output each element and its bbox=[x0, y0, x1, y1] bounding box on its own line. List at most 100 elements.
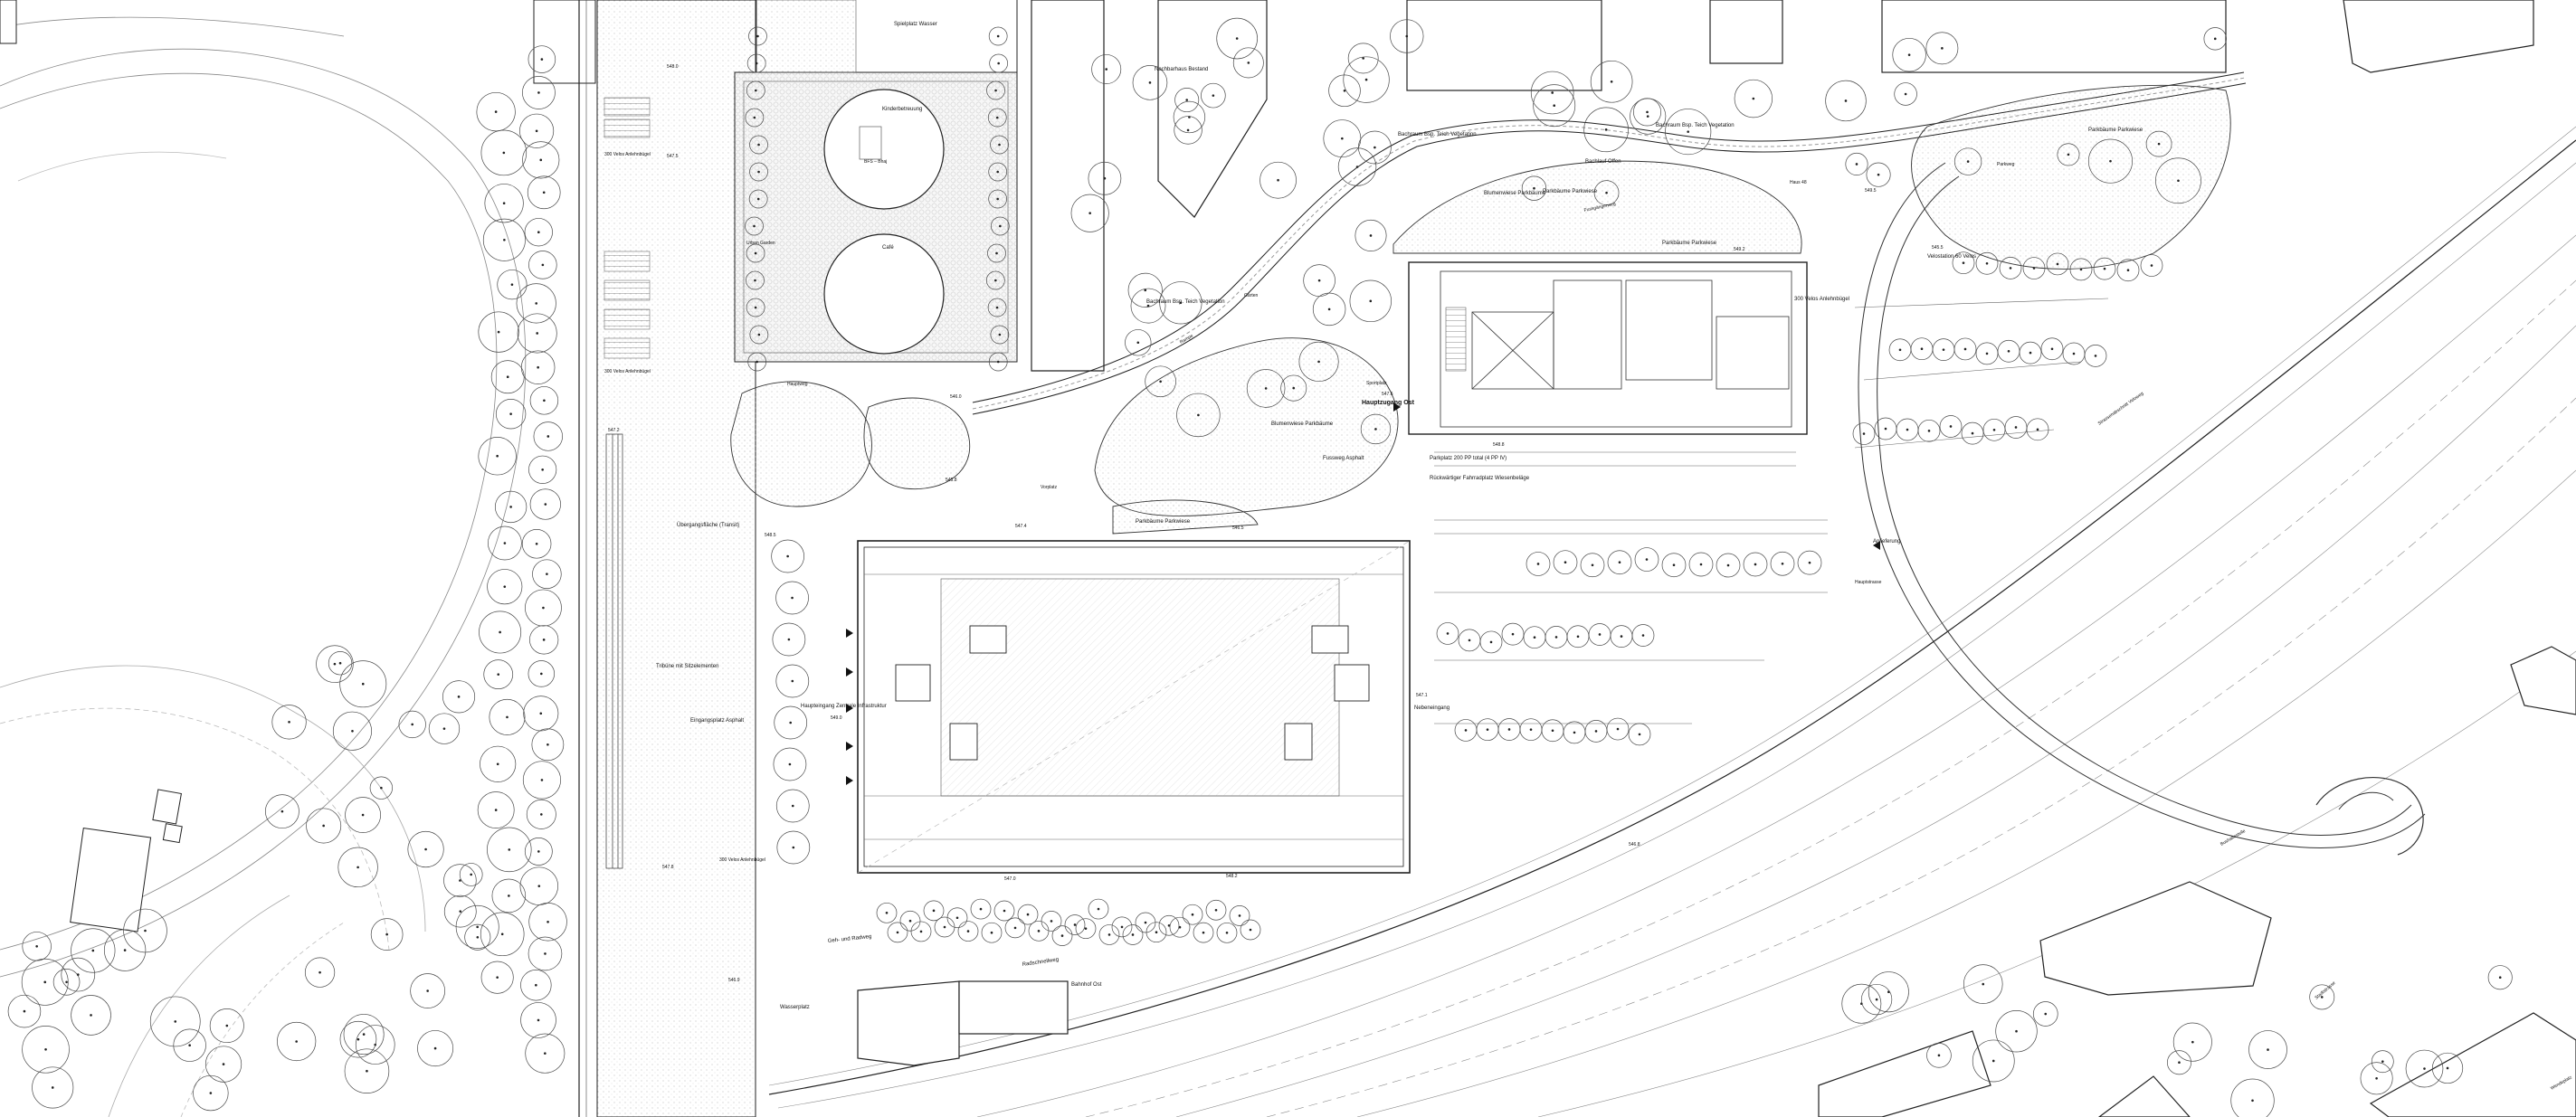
tree-canopy bbox=[2145, 130, 2172, 157]
tree-trunk bbox=[1277, 178, 1279, 182]
tree-canopy bbox=[1533, 84, 1576, 128]
tree-trunk bbox=[361, 813, 365, 817]
tree-trunk bbox=[537, 850, 540, 853]
tree-trunk bbox=[222, 1063, 225, 1065]
tree-trunk bbox=[1604, 128, 1608, 131]
tree-trunk bbox=[1317, 360, 1320, 364]
tree-trunk bbox=[76, 973, 80, 976]
tree-trunk bbox=[542, 191, 546, 194]
tree-trunk bbox=[502, 202, 506, 205]
tree-trunk bbox=[1992, 429, 1996, 431]
tree-trunk bbox=[2103, 267, 2106, 270]
tree-canopy bbox=[479, 611, 522, 654]
tree-canopy bbox=[1088, 898, 1109, 920]
tree-canopy bbox=[1593, 180, 1620, 205]
tree-trunk bbox=[500, 932, 504, 936]
tree-trunk bbox=[999, 224, 1002, 228]
elev-e1: 548.0 bbox=[667, 64, 679, 70]
tree-canopy bbox=[1041, 911, 1062, 932]
tree-trunk bbox=[174, 1020, 177, 1023]
tree-canopy bbox=[775, 789, 810, 823]
tree-canopy bbox=[482, 218, 526, 261]
tree-canopy bbox=[2203, 27, 2227, 51]
tree-canopy bbox=[745, 216, 764, 236]
tree-canopy bbox=[521, 529, 552, 559]
tree-trunk bbox=[979, 907, 983, 911]
tree-canopy bbox=[988, 352, 1008, 372]
tree-trunk bbox=[426, 989, 429, 992]
tree-trunk bbox=[791, 804, 794, 808]
tree-trunk bbox=[1131, 933, 1135, 936]
tree-canopy bbox=[1229, 905, 1250, 926]
tree-trunk bbox=[476, 925, 479, 929]
tree-trunk bbox=[476, 935, 480, 939]
tree-canopy bbox=[528, 660, 556, 687]
tree-canopy bbox=[1182, 904, 1203, 925]
tree-trunk bbox=[1551, 91, 1554, 94]
tree-trunk bbox=[509, 412, 512, 415]
tree-trunk bbox=[1618, 561, 1621, 564]
tree-canopy bbox=[772, 622, 806, 657]
entrance-arrows bbox=[846, 402, 1880, 785]
tree-trunk bbox=[1037, 930, 1041, 932]
tree-trunk bbox=[2177, 179, 2180, 183]
tree-trunk bbox=[502, 151, 506, 155]
tree-canopy bbox=[1953, 147, 1982, 175]
elev-e10: 547.4 bbox=[1015, 524, 1027, 529]
label-bachraum-2: Bachraum Bsp. Teich Vegetation bbox=[1398, 132, 1477, 137]
tree-canopy bbox=[1159, 281, 1202, 325]
tree-canopy bbox=[771, 539, 804, 573]
rail-corridor bbox=[768, 126, 2576, 1117]
tree-trunk bbox=[535, 542, 538, 545]
tree-canopy bbox=[986, 80, 1005, 100]
tree-canopy bbox=[876, 902, 898, 923]
tree-trunk bbox=[1672, 563, 1676, 567]
tree-trunk bbox=[1103, 176, 1107, 180]
elev-e14: 547.6 bbox=[1382, 392, 1393, 397]
tree-canopy bbox=[478, 311, 519, 353]
tree-trunk bbox=[1641, 634, 1645, 637]
tree-canopy bbox=[748, 189, 768, 209]
tree-trunk bbox=[1962, 261, 1965, 264]
tree-trunk bbox=[1097, 907, 1100, 911]
tree-trunk bbox=[1225, 932, 1229, 934]
tree-trunk bbox=[1533, 186, 1535, 190]
tree-canopy bbox=[990, 325, 1010, 345]
tree-trunk bbox=[2036, 428, 2039, 431]
tree-trunk bbox=[908, 919, 912, 923]
tree-canopy bbox=[443, 895, 477, 928]
tree-trunk bbox=[225, 1024, 229, 1027]
tree-trunk bbox=[91, 949, 95, 952]
tree-trunk bbox=[123, 949, 127, 951]
tree-trunk bbox=[1341, 137, 1344, 140]
tree-canopy bbox=[459, 863, 483, 886]
tree-trunk bbox=[535, 983, 537, 987]
tree-canopy bbox=[1088, 161, 1122, 195]
tree-canopy bbox=[1892, 37, 1926, 72]
tree-canopy bbox=[2360, 1062, 2393, 1095]
tree-trunk bbox=[885, 912, 889, 914]
tree-trunk bbox=[547, 435, 550, 438]
tree-trunk bbox=[1808, 561, 1811, 564]
tree-canopy bbox=[345, 797, 382, 833]
tree-trunk bbox=[756, 34, 759, 38]
tree-trunk bbox=[932, 909, 936, 913]
tree-canopy bbox=[1580, 553, 1605, 578]
tree-trunk bbox=[990, 931, 993, 934]
tree-trunk bbox=[1355, 166, 1359, 168]
tree-trunk bbox=[756, 197, 760, 201]
tree-trunk bbox=[499, 630, 501, 634]
tree-trunk bbox=[1620, 635, 1623, 638]
tree-canopy bbox=[1169, 916, 1191, 938]
tree-canopy bbox=[21, 958, 69, 1006]
tree-canopy bbox=[407, 830, 444, 868]
tree-trunk bbox=[380, 786, 383, 790]
tree-canopy bbox=[497, 270, 528, 300]
tree-canopy bbox=[1665, 109, 1712, 156]
tree-canopy bbox=[209, 1008, 244, 1044]
tree-trunk bbox=[1050, 920, 1053, 923]
tree-canopy bbox=[970, 898, 992, 920]
label-blumenwiese: Blumenwiese Parkbäume bbox=[1271, 421, 1334, 427]
label-parkweg: Parkweg bbox=[1997, 162, 2015, 167]
tree-canopy bbox=[52, 969, 81, 996]
